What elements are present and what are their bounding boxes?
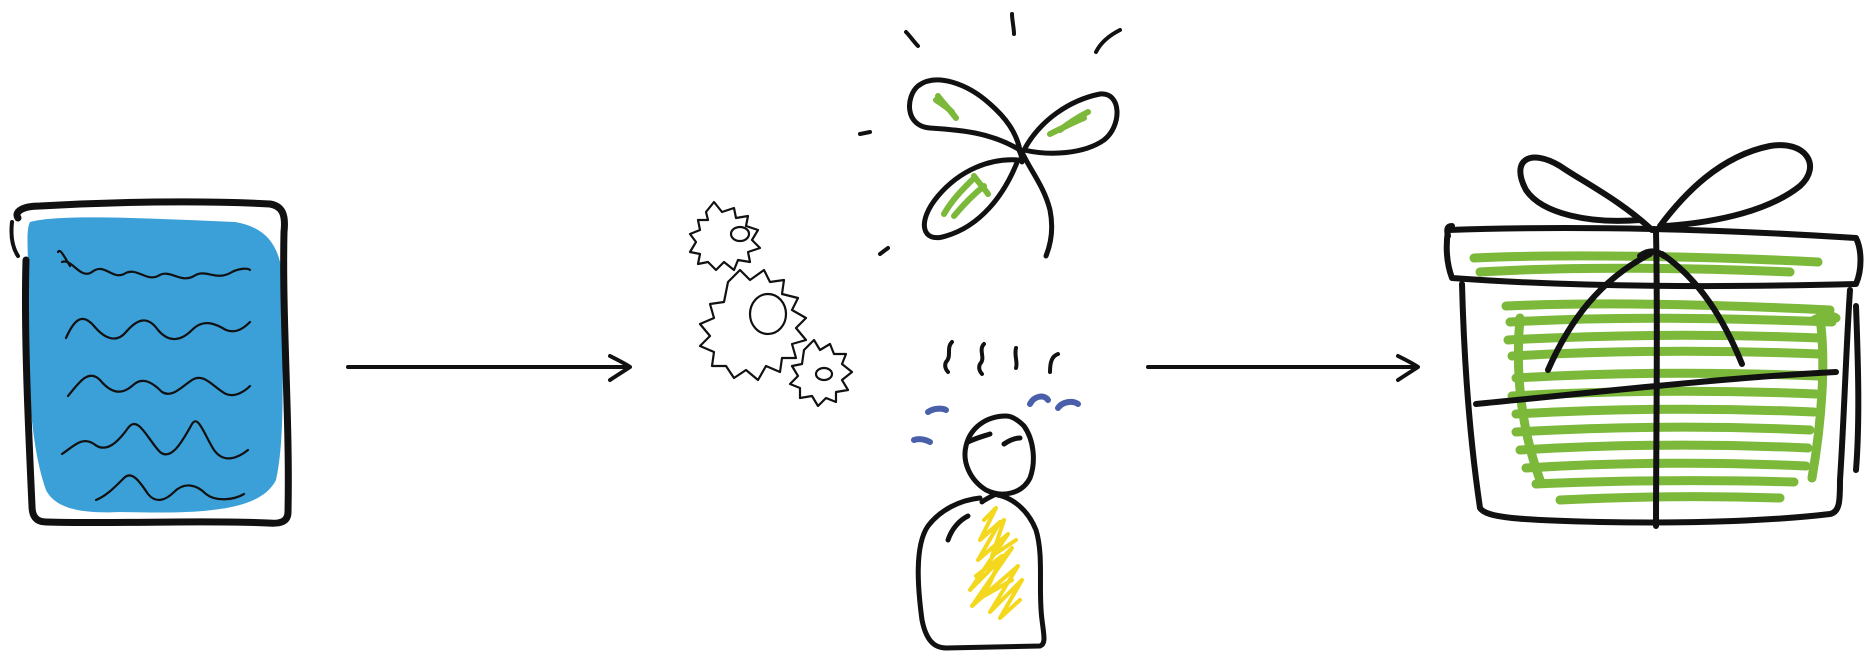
person-outline xyxy=(918,416,1044,648)
document-outline-inner xyxy=(11,222,18,256)
document-icon xyxy=(11,202,288,523)
thinking-person-icon xyxy=(914,342,1078,648)
gift-box-icon xyxy=(1447,145,1861,526)
gear-small-bottom xyxy=(790,340,852,406)
leaf-fills xyxy=(936,96,1088,216)
stress-marks xyxy=(945,342,1058,374)
gift-bow-right xyxy=(1660,145,1810,226)
arrow-right-icon xyxy=(348,356,630,380)
arrow-right-icon xyxy=(1148,356,1418,380)
gift-ribbon-v xyxy=(1656,232,1657,526)
gears-icon xyxy=(690,202,852,406)
sparkle-lines xyxy=(860,14,1120,254)
gift-bow-left xyxy=(1520,158,1652,230)
idea-scribble xyxy=(970,508,1022,618)
sprout-icon xyxy=(909,80,1117,256)
